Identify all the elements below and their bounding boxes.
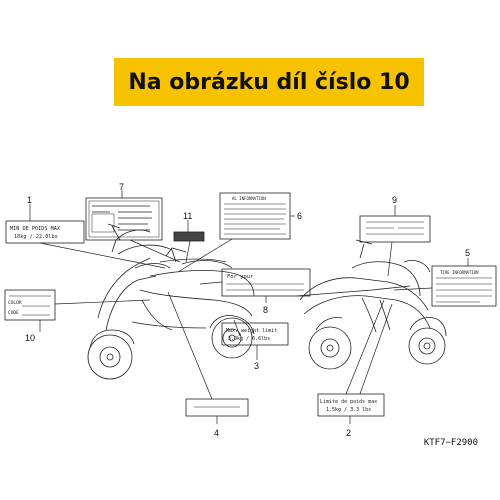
- label-9-sticker: [359, 215, 431, 243]
- label-3-weight-limit: [221, 322, 289, 346]
- callout-9: 9: [392, 195, 397, 205]
- label-3-line1: Max. weight limit: [226, 328, 277, 334]
- label-5-tire-info: [431, 265, 497, 307]
- callout-8: 8: [263, 305, 268, 315]
- label-5-title: TIRE INFORMATION: [440, 270, 479, 275]
- label-6-title: AL INFORMATION: [232, 196, 266, 201]
- label-2-weight-limit: [317, 393, 385, 417]
- figure-code: KTF7−F2900: [423, 438, 478, 448]
- callout-5: 5: [465, 248, 470, 258]
- callout-4: 4: [214, 428, 219, 438]
- callout-11: 11: [183, 211, 192, 221]
- label-2-line2: 1.5kg / 3.3 lbs: [326, 407, 371, 413]
- label-10-row1: COLOR: [8, 300, 22, 306]
- scooter-left-illustration: [87, 223, 255, 380]
- label-3-line2: 3.0kg / 6.6lbs: [228, 336, 270, 342]
- banner-text: Na obrázku díl číslo 10: [128, 69, 410, 95]
- callout-6: 6: [297, 211, 302, 221]
- callout-3: 3: [254, 361, 259, 371]
- label-1-line2: 10kg / 22.0lbs: [14, 234, 58, 240]
- label-1-line1: MIN DE POIDS MAX: [10, 226, 61, 232]
- callout-10: 10: [25, 333, 35, 343]
- callout-2: 2: [346, 428, 351, 438]
- label-8-line1: For your: [227, 274, 254, 280]
- label-4-blank-sticker: [185, 398, 249, 417]
- callout-7: 7: [119, 182, 124, 192]
- label-10-row2: CODE: [8, 310, 19, 316]
- title-banner: Na obrázku díl číslo 10: [114, 58, 424, 106]
- label-7-info-sticker: [85, 197, 163, 241]
- scooter-right-illustration: [295, 239, 447, 370]
- label-2-line1: Limite de poids max: [320, 399, 377, 405]
- leader-lines: [29, 190, 469, 424]
- label-11-small-warning: [173, 231, 205, 242]
- label-1-max-weight: [5, 220, 85, 244]
- label-10-color-code: [4, 289, 56, 321]
- callout-1: 1: [27, 195, 32, 205]
